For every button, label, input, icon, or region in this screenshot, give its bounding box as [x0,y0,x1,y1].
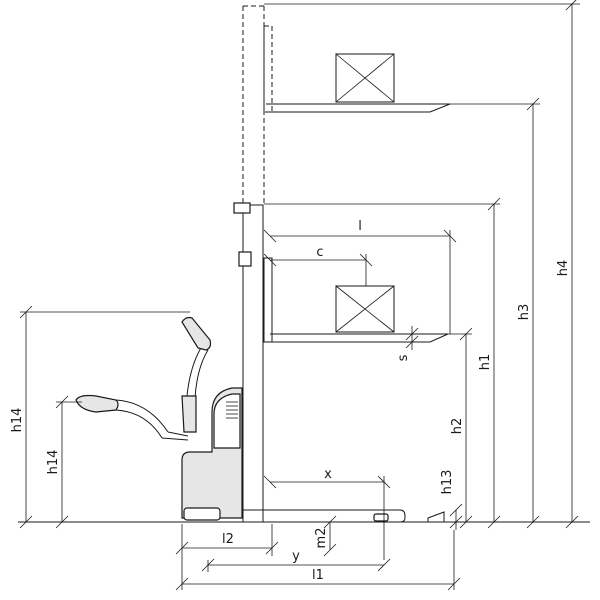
dim-h1 [264,197,501,529]
dim-h14-outer [19,305,190,529]
dim-y [201,558,391,572]
dim-h14-inner [55,395,82,529]
dim-l [263,229,457,334]
raised-load-box [335,53,395,103]
tiller-upright [181,316,212,433]
label-l: l [358,219,362,234]
dim-c [263,253,373,286]
dim-m2 [323,515,337,557]
label-x: x [324,467,332,482]
dim-s [405,326,419,350]
label-m2: m2 [314,528,329,549]
tiller-lowered [75,394,189,441]
label-l2: l2 [222,532,234,547]
dim-x [263,475,391,560]
label-y: y [292,549,300,564]
raised-mast [242,5,432,205]
label-h1: h1 [478,354,493,371]
label-l1: l1 [312,568,324,583]
base-leg [242,509,406,523]
dim-h3 [432,97,540,529]
label-s: s [396,354,411,361]
dim-h4 [264,0,580,529]
dim-l1 [175,530,461,591]
dim-h2 [448,327,473,529]
load-box [335,285,395,333]
raised-fork [270,103,451,113]
label-h4: h4 [556,260,571,277]
label-h2: h2 [450,418,465,435]
chassis [181,387,243,521]
fork [270,333,449,343]
dim-l2 [175,524,279,556]
label-c: c [316,245,323,260]
dim-h13 [427,503,463,530]
label-h3: h3 [517,304,532,321]
label-h13: h13 [440,470,455,495]
label-h14-inner: h14 [46,450,61,475]
label-h14-outer: h14 [10,408,25,433]
